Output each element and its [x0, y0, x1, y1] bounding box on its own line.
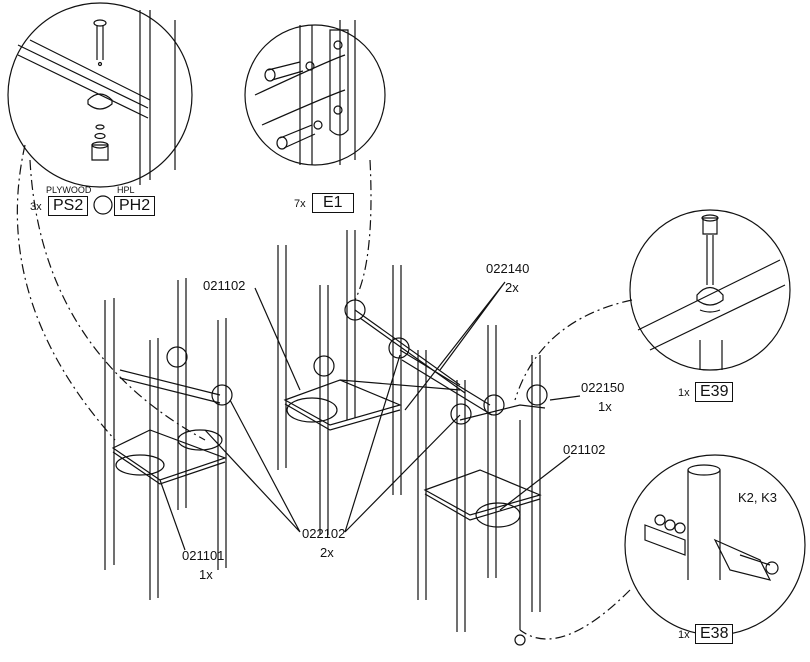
part-022150: 022150 [581, 380, 625, 395]
label-leader-lines [159, 281, 581, 551]
e39-code-box: E39 [695, 382, 734, 402]
part-021102-top: 021102 [203, 278, 246, 293]
ph2-code-box: PH2 [114, 196, 156, 216]
part-022140-qty: 2x [505, 280, 519, 295]
k2-k3-label: K2, K3 [738, 490, 778, 505]
part-022102: 022102 [302, 526, 346, 541]
part-022102-qty: 2x [320, 545, 334, 560]
part-021101-qty: 1x [199, 567, 213, 582]
ps2-code-box: PS2 [48, 196, 89, 216]
detail-circle-e39 [629, 209, 791, 371]
ps2-qty: 3x [30, 201, 42, 213]
e38-qty: 1x [678, 629, 690, 641]
detail-leader-lines [16, 144, 633, 640]
part-021102-right: 021102 [563, 442, 606, 457]
e1-qty: 7x [294, 198, 306, 210]
ps2-ph2-separator [93, 195, 113, 215]
structure-frame [104, 230, 548, 646]
hpl-label: HPL [117, 185, 135, 195]
e39-qty: 1x [678, 387, 690, 399]
detail-circle-e38 [624, 454, 806, 636]
part-021101: 021101 [182, 548, 225, 563]
part-022140: 022140 [486, 261, 530, 276]
e38-code-box: E38 [695, 624, 734, 644]
detail-circle-e1 [244, 20, 386, 166]
detail-circle-bolt [7, 2, 193, 188]
plywood-label: PLYWOOD [46, 185, 92, 195]
e1-code-box: E1 [312, 193, 354, 213]
part-022150-qty: 1x [598, 399, 612, 414]
